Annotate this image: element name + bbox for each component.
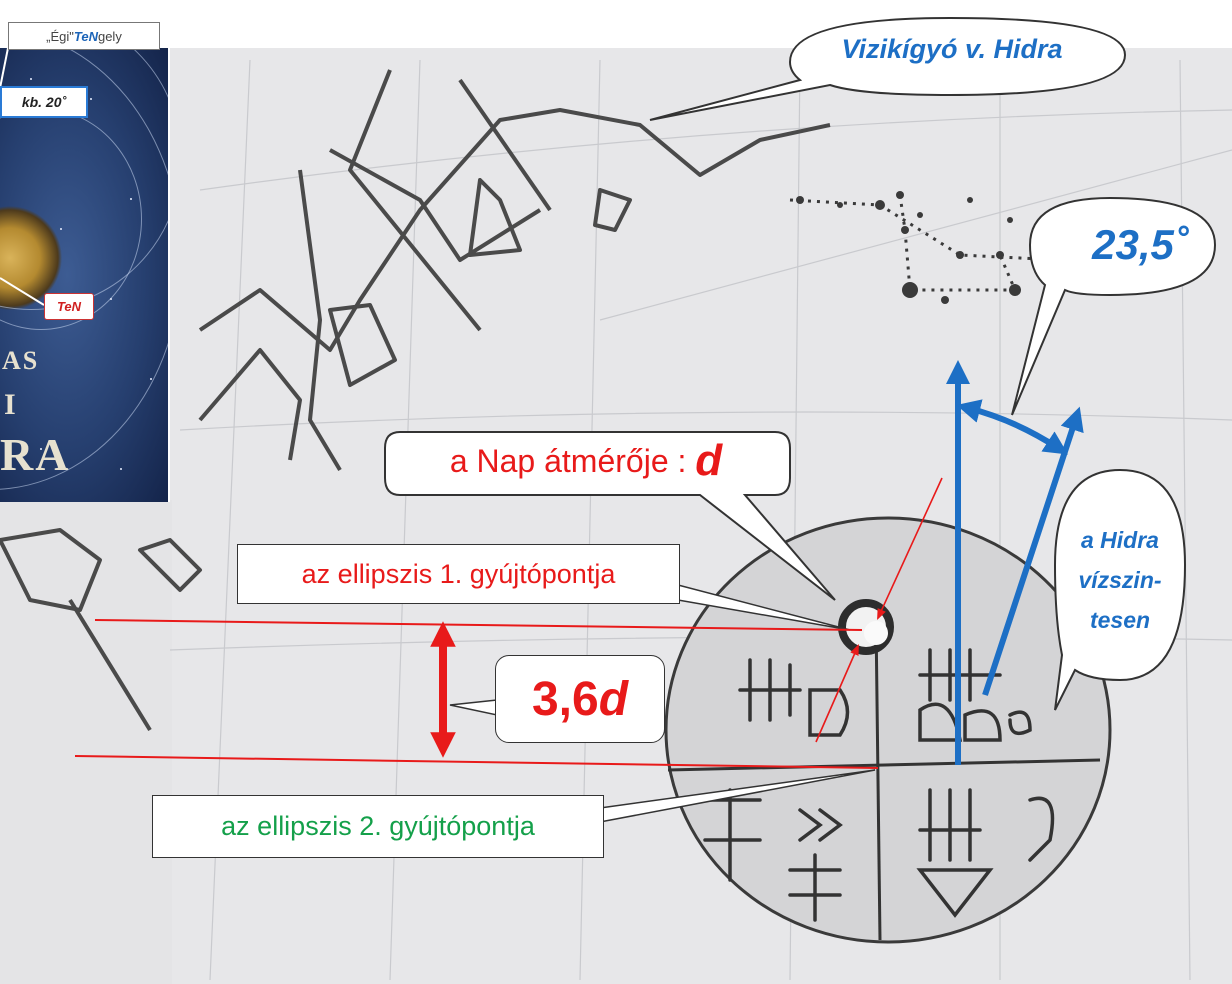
egi-suffix: gely xyxy=(97,28,122,44)
hydra-sketch xyxy=(0,69,831,732)
hidra-line-2: vízszin- xyxy=(1078,567,1162,593)
hidra-line-3: tesen xyxy=(1089,607,1151,633)
hidra-line-1: a Hidra xyxy=(1081,527,1159,553)
bubble-nap xyxy=(384,431,836,601)
kb-20-tag: kb. 20˚ xyxy=(0,86,88,118)
focus-lines xyxy=(74,619,879,769)
ten-tag: TeN xyxy=(44,293,94,320)
nap-atmero-var: d xyxy=(695,436,723,485)
tablet-dividers xyxy=(667,619,1101,941)
egi-bold: TeN xyxy=(73,28,98,44)
cover-text-as: AS xyxy=(2,346,40,375)
diameter-arrow-upper xyxy=(877,477,943,621)
angle-label: 23,5˚ xyxy=(1092,221,1188,268)
hidra-label: a Hidra vízszin- tesen xyxy=(1060,495,1180,665)
tablet-disc xyxy=(664,516,1112,944)
focus1-label: az ellipszis 1. gyújtópontja xyxy=(237,544,680,604)
vizikigyo-label: Vizikígyó v. Hidra xyxy=(841,33,1063,64)
sun-circle xyxy=(838,599,894,655)
constellation-dotted-lines xyxy=(789,194,1061,292)
ratio-number: 3,6 xyxy=(531,672,599,726)
ten-pointer xyxy=(0,48,45,306)
bubble-angle xyxy=(1011,196,1217,416)
bubble-hidra xyxy=(1053,468,1187,711)
egi-prefix: „Égi" xyxy=(46,28,74,44)
focus2-label: az ellipszis 2. gyújtópontja xyxy=(152,795,604,858)
paper-background-left xyxy=(0,500,172,984)
tilted-arrow-icon xyxy=(982,406,1084,696)
nap-atmero-label: a Nap átmérője : d xyxy=(380,430,792,492)
bubble-vizikigyo xyxy=(649,16,1127,121)
ratio-var: d xyxy=(598,672,629,726)
inset-book-cover: AS I RA xyxy=(0,48,170,502)
nap-atmero-text: a Nap átmérője : xyxy=(449,442,687,479)
cover-text-i: I xyxy=(4,388,18,421)
angle-arc-arrow xyxy=(956,399,1069,455)
tablet-glyphs xyxy=(698,648,1055,922)
diameter-arrow-lower xyxy=(815,643,859,743)
cover-text-ra: RA xyxy=(0,429,71,480)
